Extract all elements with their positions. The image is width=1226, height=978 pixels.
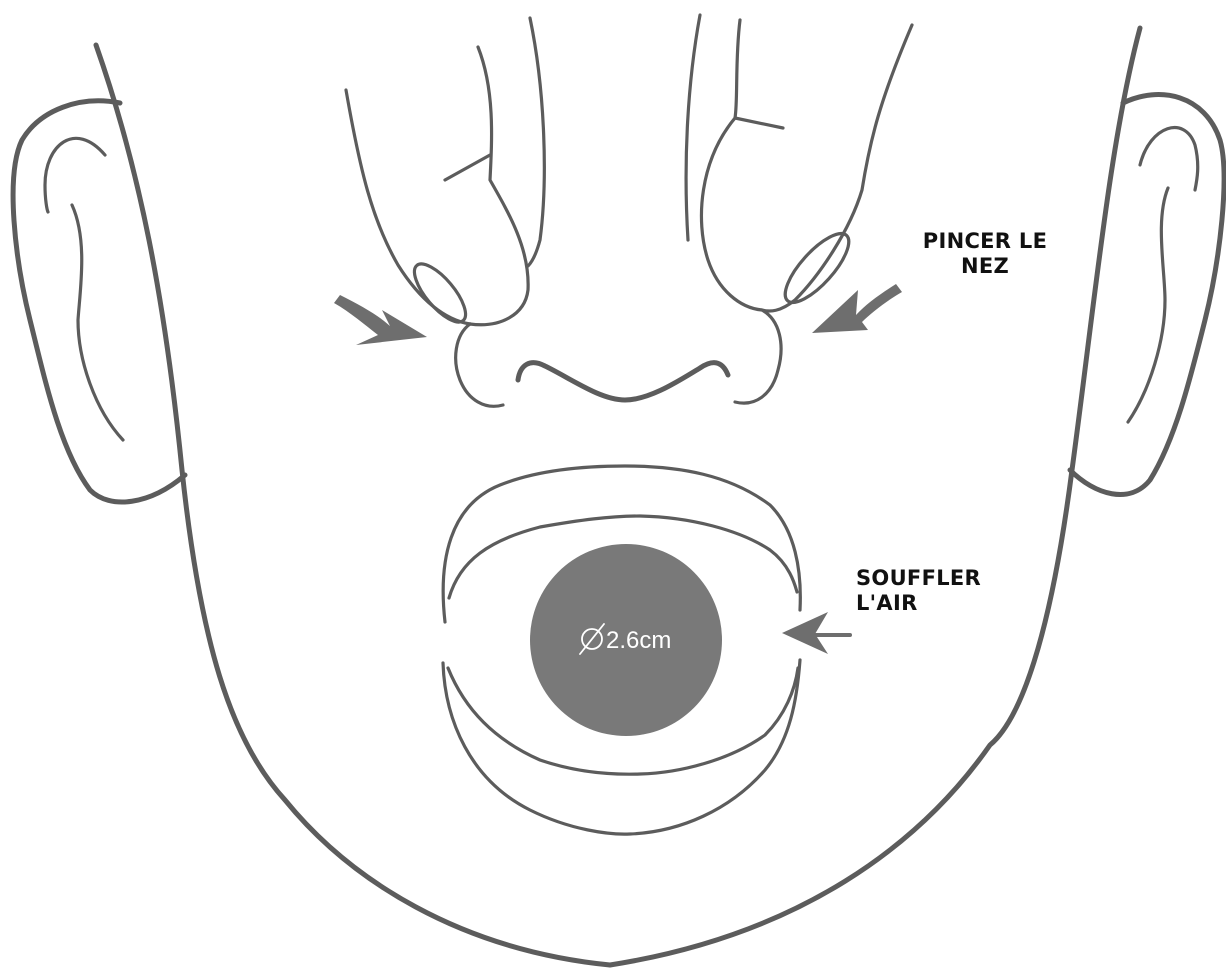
diameter-value: 2.6cm xyxy=(606,627,671,654)
blow-air-line-1: SOUFFLER xyxy=(856,566,1056,591)
pinch-nose-line-1: PINCER LE xyxy=(880,229,1090,254)
left-finger-front xyxy=(470,47,528,325)
right-finger-side xyxy=(686,15,700,240)
right-finger-front xyxy=(701,20,762,310)
blow-arrow xyxy=(782,612,850,654)
left-finger-knuckle xyxy=(445,155,490,180)
right-pinch-arrow-icon xyxy=(812,284,902,333)
face-outline xyxy=(96,28,1140,965)
face-contour-left xyxy=(96,45,610,965)
right-ear-fold xyxy=(1128,188,1168,422)
pinch-nose-line-2: NEZ xyxy=(880,254,1090,279)
blow-air-label: SOUFFLER L'AIR xyxy=(856,566,1056,616)
nose-left-wing xyxy=(456,324,503,406)
right-finger-knuckle xyxy=(735,118,783,128)
nose xyxy=(456,310,781,406)
pinch-nose-label: PINCER LE NEZ xyxy=(880,229,1090,279)
right-hand-fingers xyxy=(686,15,912,311)
face-contour-right xyxy=(610,28,1140,965)
nose-nostrils xyxy=(518,363,728,400)
right-fingernail xyxy=(776,225,859,312)
left-ear-inner xyxy=(45,138,105,212)
left-hand-fingers xyxy=(346,18,544,330)
left-finger-back xyxy=(346,90,470,324)
nose-right-wing xyxy=(735,310,781,403)
mouth: 2.6cm xyxy=(443,466,800,834)
left-finger-side xyxy=(528,18,544,266)
right-ear-inner xyxy=(1140,128,1198,190)
left-pinch-arrow-icon xyxy=(334,295,427,345)
left-fingernail xyxy=(406,256,474,329)
left-ear-fold xyxy=(72,205,123,440)
blow-air-line-2: L'AIR xyxy=(856,591,1056,616)
